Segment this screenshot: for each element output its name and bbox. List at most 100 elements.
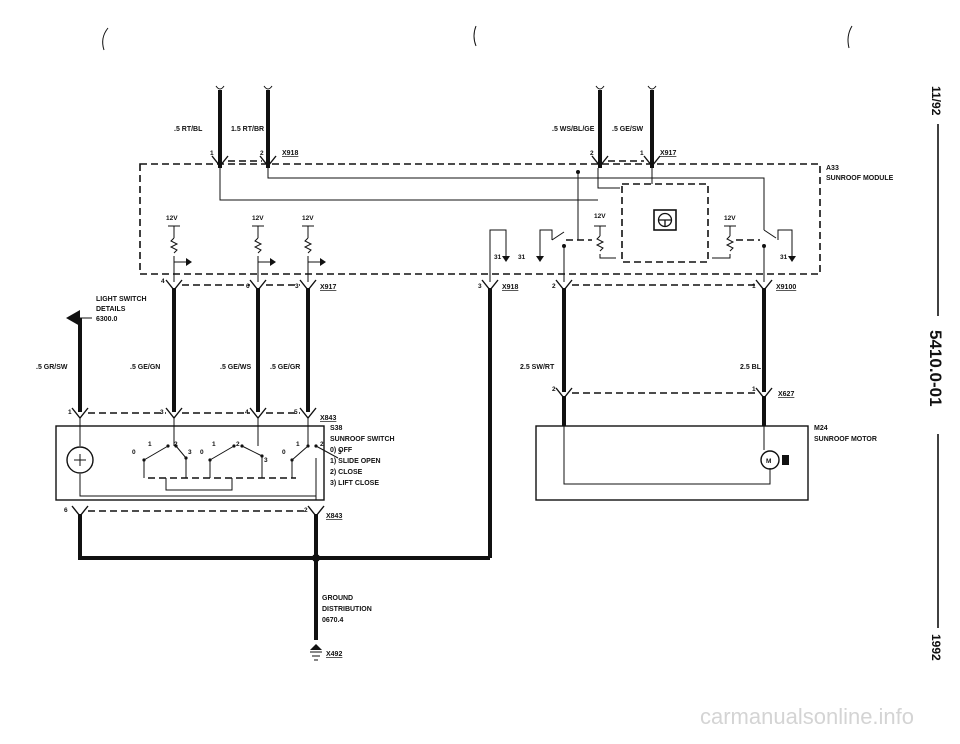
pin-label: 1 [68, 409, 72, 416]
x843-bottom-connector [71, 505, 325, 518]
voltage-label: 12V [302, 215, 314, 222]
pin-label: 2 [590, 150, 594, 157]
motor-gear-icon [782, 455, 789, 465]
wire-label: .5 WS/BL/GE [552, 126, 595, 133]
light-switch-label: 6300.0 [96, 316, 118, 323]
voltage-label: 12V [594, 213, 606, 220]
light-switch-label: DETAILS [96, 306, 126, 313]
page-mark [847, 25, 853, 49]
switch-id: S38 [330, 425, 343, 432]
switch-pos-label: 1 [148, 441, 152, 448]
ground-label: 31 [780, 254, 788, 261]
voltage-label: 12V [166, 215, 178, 222]
motor-name: SUNROOF MOTOR [814, 436, 877, 443]
wire-label: 1.5 RT/BR [231, 126, 264, 133]
switch-position: 3) LIFT CLOSE [330, 480, 379, 487]
harness-wires [66, 288, 766, 558]
ground-distribution-label: 0670.4 [322, 617, 344, 624]
sunroof-module-symbol-icon [653, 209, 677, 231]
side-year: 1992 [929, 634, 943, 661]
switch-pos-label: 2 [236, 441, 240, 448]
module-internal-wiring [219, 168, 765, 240]
switch-pos-label: 2 [174, 441, 178, 448]
ground-31-x918 [489, 229, 510, 282]
pin-label: 5 [294, 409, 298, 416]
switch-illumination-lamp-icon [66, 446, 94, 474]
wire-label: .5 GE/GN [130, 364, 160, 371]
wire-label: .5 GE/SW [612, 126, 644, 133]
ground-distribution-label: GROUND [322, 595, 353, 602]
motor-m24-internals [563, 426, 789, 485]
pullup-12v-3 [302, 225, 326, 282]
wire-label: .5 GE/GR [270, 364, 300, 371]
switch-pos-label: 0 [282, 449, 286, 456]
wire-label: .5 GE/WS [220, 364, 251, 371]
switch-pos-label: 0 [132, 449, 136, 456]
x843-top-connector [71, 407, 317, 420]
relay-left [536, 225, 616, 282]
connector-label: X627 [778, 391, 794, 398]
connector-label: X492 [326, 651, 342, 658]
switch-pos-label: 3 [264, 457, 268, 464]
motor-symbol: M [766, 458, 771, 465]
switch-s38-box [55, 425, 325, 501]
pin-label: 3 [478, 283, 482, 290]
switch-position: 0) OFF [330, 447, 353, 454]
pin-label: 6 [64, 507, 68, 514]
motor-m24-box [535, 425, 809, 501]
pin-label: 6 [246, 283, 250, 290]
switch-position: 2) CLOSE [330, 469, 363, 476]
module-id: A33 [826, 165, 839, 172]
ground-label: 31 [494, 254, 502, 261]
ground-label: 31 [518, 254, 526, 261]
page-mark [102, 27, 109, 51]
connector-label: X9100 [776, 284, 796, 291]
pin-label: 1 [640, 150, 644, 157]
switch-pos-label: 3 [338, 449, 342, 456]
pin-label: 2 [552, 386, 556, 393]
wire-label: .5 GR/SW [36, 364, 68, 371]
connector-label: X917 [320, 284, 336, 291]
switch-pos-label: 1 [296, 441, 300, 448]
pin-label: 4 [245, 409, 249, 416]
pullup-12v-1 [168, 225, 192, 282]
switch-s38-internals [66, 418, 339, 500]
switch-pos-label: 3 [188, 449, 192, 456]
relay-right [712, 225, 796, 282]
wire-label: 2.5 SW/RT [520, 364, 555, 371]
pullup-12v-2 [252, 225, 276, 282]
pin-label: 4 [161, 278, 165, 285]
top-wires-x917 [591, 85, 661, 168]
motor-icon [760, 450, 780, 470]
ground-bus [78, 514, 490, 661]
side-page-number: 5410.0-01 [926, 330, 945, 407]
switch-pos-label: 0 [200, 449, 204, 456]
x627-connector [555, 387, 773, 426]
connector-label: X918 [282, 150, 298, 157]
module-a33-boundary [139, 163, 821, 275]
switch-pos-label: 2 [320, 441, 324, 448]
pin-label: 1 [210, 150, 214, 157]
pin-label: 3 [295, 283, 299, 290]
pin-label: 1 [752, 283, 756, 290]
motor-id: M24 [814, 425, 828, 432]
connector-label: X918 [502, 284, 518, 291]
connector-label: X843 [320, 415, 336, 422]
page-mark [473, 25, 477, 47]
pin-label: 2 [260, 150, 264, 157]
pin-label: 1 [752, 386, 756, 393]
voltage-label: 12V [252, 215, 264, 222]
pin-label: 2 [304, 507, 308, 514]
module-inner-box [621, 183, 709, 263]
switch-position: 1) SLIDE OPEN [330, 458, 381, 465]
connector-label: X843 [326, 513, 342, 520]
voltage-label: 12V [724, 215, 736, 222]
ground-distribution-label: DISTRIBUTION [322, 606, 372, 613]
connector-label: X917 [660, 150, 676, 157]
light-switch-label: LIGHT SWITCH [96, 296, 147, 303]
switch-name: SUNROOF SWITCH [330, 436, 395, 443]
top-wires-x918 [211, 85, 277, 168]
side-date: 11/92 [929, 86, 943, 116]
